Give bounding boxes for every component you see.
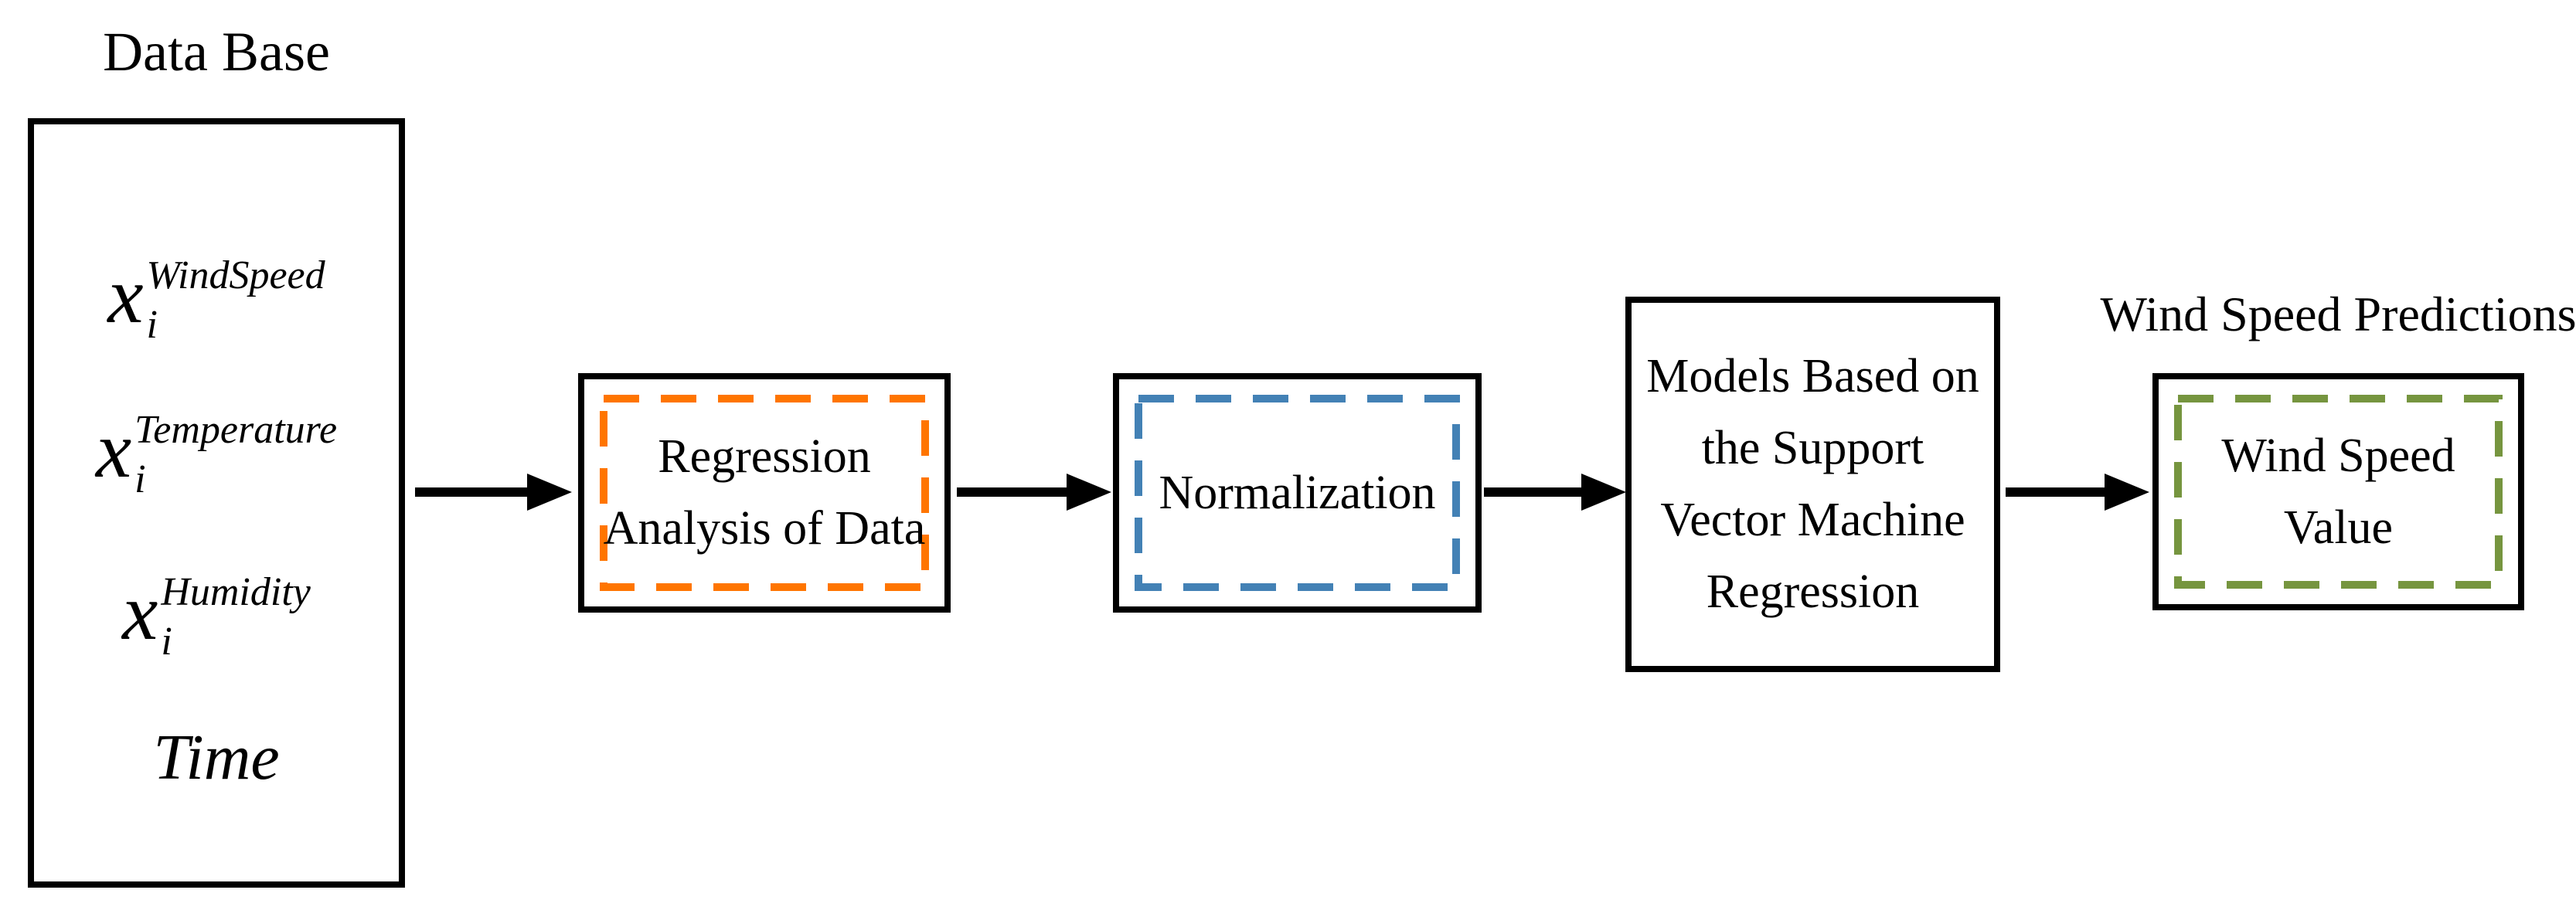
orange-dashed-border xyxy=(600,395,929,591)
stage-regression-box: Regression Analysis of Data xyxy=(578,373,951,613)
math-superscript: WindSpeed xyxy=(146,253,325,297)
arrow-head-icon xyxy=(527,474,572,511)
stage-output-label: Wind Speed Value xyxy=(2221,420,2455,564)
time-label: Time xyxy=(153,722,280,793)
math-script-stack: WindSpeed i xyxy=(147,256,325,345)
math-item-temperature: x Temperature i xyxy=(34,410,399,500)
arrow-head-icon xyxy=(1581,474,1626,511)
arrow-shaft xyxy=(1484,487,1587,497)
arrow-normalization-to-svm xyxy=(1484,474,1626,511)
dashed-rect xyxy=(1135,395,1460,591)
math-base-symbol: x xyxy=(122,568,158,657)
stage-regression-label: Regression Analysis of Data xyxy=(604,421,926,565)
database-title: Data Base xyxy=(103,21,330,83)
stage-normalization-label: Normalization xyxy=(1159,457,1435,529)
math-subscript: i xyxy=(134,457,146,501)
stage-text-line: Analysis of Data xyxy=(603,502,926,555)
output-title: Wind Speed Predictions xyxy=(2100,287,2576,341)
stage-text-line: Wind Speed xyxy=(2221,429,2455,482)
arrow-regression-to-normalization xyxy=(957,474,1111,511)
math-base-symbol: x xyxy=(107,251,144,340)
arrow-shaft xyxy=(2006,487,2111,497)
arrow-shaft xyxy=(957,487,1073,497)
math-subscript: i xyxy=(161,620,172,664)
math-script-stack: Humidity i xyxy=(161,572,311,662)
stage-text-line: Value xyxy=(2283,501,2394,554)
arrow-head-icon xyxy=(2105,474,2149,511)
math-item-windspeed: x WindSpeed i xyxy=(34,256,399,345)
stage-text-line: Models Based on xyxy=(1646,350,1979,402)
dashed-rect xyxy=(2174,395,2503,589)
stage-text-line: the Support xyxy=(1701,422,1924,474)
green-dashed-border xyxy=(2174,395,2503,589)
math-item-humidity: x Humidity i xyxy=(34,572,399,662)
stage-text-line: Regression xyxy=(1706,565,1920,618)
stage-text-line: Regression xyxy=(658,430,871,483)
stage-text-line: Normalization xyxy=(1159,466,1436,519)
math-base-symbol: x xyxy=(95,406,132,494)
blue-dashed-border xyxy=(1135,395,1460,591)
arrow-svm-to-output xyxy=(2006,474,2149,511)
math-superscript: Humidity xyxy=(161,570,311,614)
math-subscript: i xyxy=(146,303,158,347)
database-box: x WindSpeed i x Temperature i x Humidity… xyxy=(28,118,405,888)
stage-output-box: Wind Speed Value xyxy=(2152,373,2524,610)
stage-normalization-box: Normalization xyxy=(1113,373,1482,613)
math-script-stack: Temperature i xyxy=(134,410,337,500)
stage-svm-label: Models Based on the Support Vector Machi… xyxy=(1646,341,1979,628)
arrow-database-to-regression xyxy=(415,474,572,511)
dashed-rect xyxy=(600,395,929,591)
stage-svm-box: Models Based on the Support Vector Machi… xyxy=(1625,297,2000,672)
math-superscript: Temperature xyxy=(134,408,338,452)
arrow-shaft xyxy=(415,487,533,497)
stage-text-line: Vector Machine xyxy=(1660,494,1965,546)
arrow-head-icon xyxy=(1067,474,1111,511)
